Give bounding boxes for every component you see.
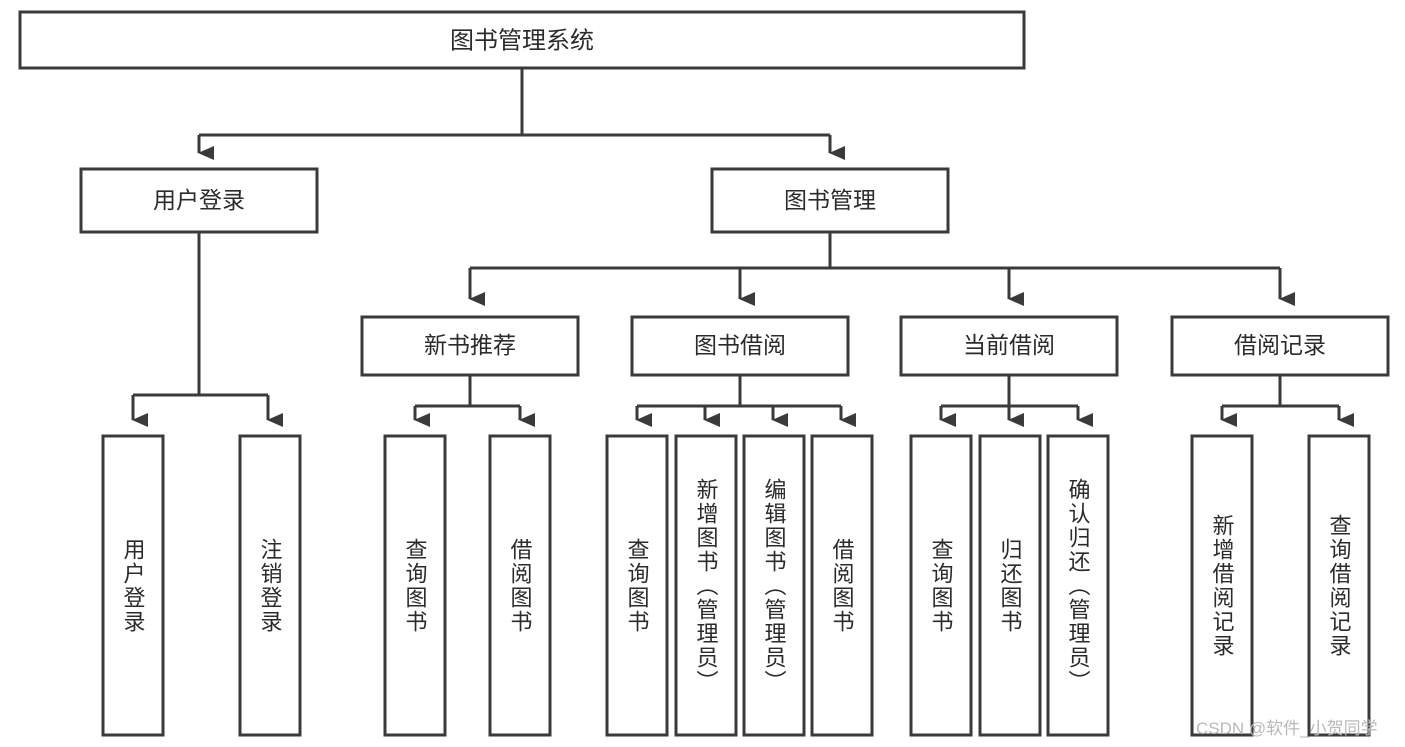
leaf-box-book-borrow-1[interactable]: [605, 434, 669, 737]
leaf-box-user-login-1[interactable]: [101, 434, 165, 737]
node-user-login-box[interactable]: [79, 167, 319, 234]
node-borrow-record-box[interactable]: [1170, 315, 1390, 377]
connector-group-user-login: [131, 232, 283, 427]
leaf-box-current-borrow-3[interactable]: [1046, 434, 1110, 737]
node-new-book-recommend-box[interactable]: [360, 315, 580, 377]
connector-group-book-mgmt: [468, 232, 1295, 306]
leaf-box-current-borrow-2[interactable]: [978, 434, 1042, 737]
node-current-borrow[interactable]: 当前借阅: [899, 315, 1119, 377]
leaf-box-book-borrow-4[interactable]: [810, 434, 874, 737]
connector-group-new-book: [413, 375, 535, 427]
node-borrow-record[interactable]: 借阅记录: [1170, 315, 1390, 377]
node-root-label: 图书管理系统: [450, 27, 594, 54]
node-book-management-box[interactable]: [710, 167, 950, 234]
leaf-box-current-borrow-1[interactable]: [909, 434, 973, 737]
node-new-book-recommend[interactable]: 新书推荐: [360, 315, 580, 377]
node-book-management[interactable]: 图书管理: [710, 167, 950, 234]
node-borrow-record-label: 借阅记录: [1234, 332, 1326, 358]
leaf-box-new-book-2[interactable]: [488, 434, 552, 737]
connector-group-borrow-book: [635, 375, 856, 427]
leaf-box-new-book-1[interactable]: [383, 434, 447, 737]
connector-group-root: [197, 68, 845, 160]
node-user-login[interactable]: 用户登录: [79, 167, 319, 234]
leaf-box-borrow-record-1[interactable]: [1190, 434, 1254, 737]
leaf-box-borrow-record-2[interactable]: [1307, 434, 1371, 737]
leaf-box-book-borrow-3[interactable]: [742, 434, 806, 737]
node-root-box[interactable]: [18, 10, 1026, 70]
node-new-book-recommend-label: 新书推荐: [424, 332, 516, 358]
node-book-borrow-label: 图书借阅: [694, 332, 786, 358]
node-current-borrow-box[interactable]: [899, 315, 1119, 377]
node-current-borrow-label: 当前借阅: [963, 332, 1055, 358]
node-book-management-label: 图书管理: [784, 187, 876, 213]
connector-group-current-borrow: [939, 375, 1093, 427]
node-book-borrow-box[interactable]: [630, 315, 850, 377]
node-user-login-label: 用户登录: [153, 187, 245, 213]
node-root[interactable]: 图书管理系统: [18, 10, 1026, 70]
connector-group-borrow-record: [1220, 375, 1354, 427]
node-book-borrow[interactable]: 图书借阅: [630, 315, 850, 377]
leaf-box-user-login-2[interactable]: [238, 434, 302, 737]
leaf-box-book-borrow-2[interactable]: [674, 434, 738, 737]
